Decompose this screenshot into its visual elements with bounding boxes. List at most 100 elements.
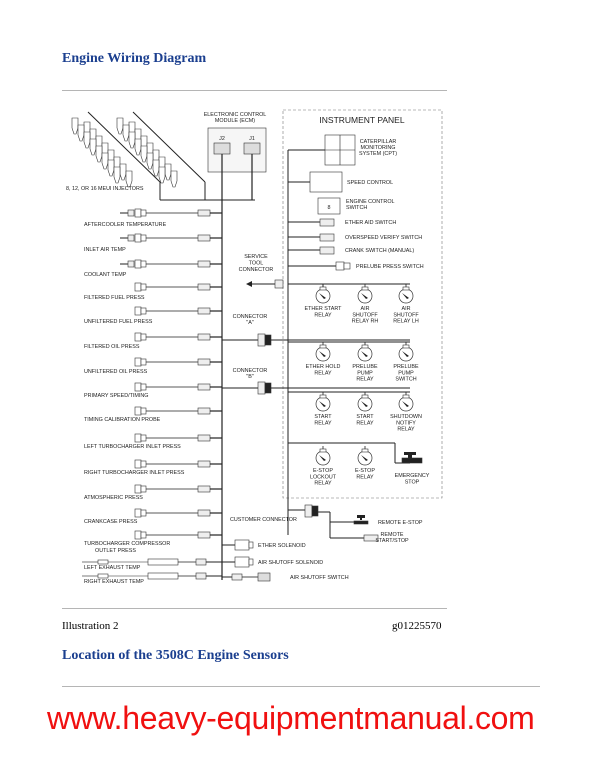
relay-label: RELAY RH bbox=[352, 319, 379, 325]
sensor-icon bbox=[140, 358, 147, 366]
customer-connector-icon bbox=[304, 504, 313, 518]
injector-icon bbox=[71, 117, 79, 135]
relay-contact bbox=[319, 401, 326, 407]
relay-label: RELAY bbox=[314, 312, 332, 318]
sensor-label: FILTERED FUEL PRESS bbox=[84, 295, 145, 301]
injector-icon bbox=[152, 159, 160, 177]
service-tool-connector-label: SERVICE bbox=[244, 254, 268, 260]
injector-icon bbox=[164, 163, 172, 181]
switch-label: OVERSPEED VERIFY SWITCH bbox=[345, 235, 422, 241]
relay-label: PUMP bbox=[398, 370, 414, 376]
relay-contact bbox=[402, 293, 409, 299]
relay-terminal bbox=[361, 344, 369, 349]
sensor-icon bbox=[140, 531, 147, 539]
sensor-icon bbox=[140, 460, 147, 468]
relay-label: RELAY bbox=[314, 481, 332, 487]
sensor-label: CRANKCASE PRESS bbox=[84, 519, 138, 525]
relay-label: SWITCH bbox=[395, 377, 416, 383]
exhaust-sensor bbox=[147, 572, 179, 580]
sensor-label: INLET AIR TEMP bbox=[84, 247, 126, 253]
switch-icon bbox=[319, 246, 335, 255]
instrument-panel-border bbox=[282, 109, 443, 499]
sensor-icon bbox=[134, 459, 142, 469]
cms-label: CATERPILLAR bbox=[360, 139, 397, 145]
sensor-icon bbox=[140, 307, 147, 315]
connector-icon bbox=[197, 209, 211, 217]
connector-icon bbox=[197, 358, 211, 366]
connector-icon bbox=[197, 307, 211, 315]
illustration-id: g01225570 bbox=[392, 620, 442, 632]
sensor-label: FILTERED OIL PRESS bbox=[84, 344, 140, 350]
injector-icon bbox=[89, 138, 97, 156]
sensor-icon bbox=[127, 260, 135, 268]
sensor-icon bbox=[134, 259, 142, 269]
ecm-label: ELECTRONIC CONTROL bbox=[204, 112, 267, 118]
sensor-icon bbox=[134, 508, 142, 518]
injector-icon bbox=[77, 124, 85, 142]
injectors-label: 8, 12, OR 16 MEUI INJECTORS bbox=[66, 186, 144, 192]
prelube-press-switch-label: PRELUBE PRESS SWITCH bbox=[356, 264, 424, 270]
sensor-label: AFTERCOOLER TEMPERATURE bbox=[84, 222, 167, 228]
injector-icon bbox=[170, 170, 178, 188]
ecm-j2-connector bbox=[213, 142, 231, 155]
switch-icon bbox=[319, 233, 335, 242]
injector-icon bbox=[125, 170, 133, 188]
remote-estop-icon bbox=[357, 515, 365, 520]
solenoid-plug bbox=[248, 558, 254, 566]
relay-terminal bbox=[402, 394, 410, 399]
air-shutoff-solenoid-label: AIR SHUTOFF SOLENOID bbox=[258, 560, 323, 566]
pressure-switch-icon bbox=[335, 261, 345, 271]
injector-icon bbox=[119, 163, 127, 181]
connector-icon bbox=[197, 485, 211, 493]
service-tool-connector-icon bbox=[274, 279, 284, 289]
relay-label: SHUTDOWN bbox=[390, 414, 422, 420]
divider bbox=[62, 608, 447, 609]
sensor-icon bbox=[127, 234, 135, 242]
sensor-icon bbox=[140, 260, 147, 268]
relay-label: RELAY bbox=[314, 420, 332, 426]
air-shutoff-solenoid-icon bbox=[234, 556, 250, 568]
customer-connector-icon bbox=[311, 505, 319, 517]
relay-contact bbox=[361, 455, 368, 461]
sensor-icon bbox=[134, 357, 142, 367]
relay-contact bbox=[319, 293, 326, 299]
sensor-icon bbox=[134, 233, 142, 243]
sensor-label: RIGHT TURBOCHARGER INLET PRESS bbox=[84, 470, 185, 476]
relay-terminal bbox=[361, 286, 369, 291]
connector-b-icon bbox=[264, 382, 272, 394]
service-tool-connector-label: TOOL bbox=[249, 261, 264, 267]
ecm-j2-label: J2 bbox=[219, 136, 225, 142]
wire bbox=[87, 111, 161, 183]
emergency-stop-label: EMERGENCY bbox=[395, 473, 430, 479]
connector-icon bbox=[197, 434, 211, 442]
relay-label: START bbox=[314, 414, 332, 420]
connector-b-label: "B" bbox=[246, 374, 254, 380]
sensor-label: PRIMARY SPEED/TIMING bbox=[84, 393, 149, 399]
relay-contact bbox=[402, 401, 409, 407]
injector-icon bbox=[128, 131, 136, 149]
sensor-icon bbox=[134, 484, 142, 494]
ether-solenoid-icon bbox=[234, 539, 250, 551]
arrow-icon bbox=[246, 281, 252, 287]
relay-contact bbox=[361, 293, 368, 299]
air-shutoff-switch-icon bbox=[257, 572, 271, 582]
instrument-panel-title: INSTRUMENT PANEL bbox=[319, 115, 404, 125]
relay-label: RELAY bbox=[314, 370, 332, 376]
remote-estop-base bbox=[353, 520, 369, 525]
speed-control-label: SPEED CONTROL bbox=[347, 180, 393, 186]
relay-terminal bbox=[319, 286, 327, 291]
sensor-icon bbox=[140, 485, 147, 493]
section-heading: Location of the 3508C Engine Sensors bbox=[62, 648, 289, 663]
switch-glyph: 8 bbox=[328, 205, 331, 211]
sensor-icon bbox=[140, 234, 147, 242]
relay-terminal bbox=[319, 394, 327, 399]
engine-control-switch-icon bbox=[317, 197, 341, 215]
sensor-label: OUTLET PRESS bbox=[95, 548, 136, 554]
sensor-label: RIGHT EXHAUST TEMP bbox=[84, 579, 144, 585]
relay-terminal bbox=[361, 448, 369, 453]
relay-label: RELAY bbox=[356, 420, 374, 426]
sensor-label: LEFT TURBOCHARGER INLET PRESS bbox=[84, 444, 181, 450]
relay-contact bbox=[361, 351, 368, 357]
emergency-stop-label: STOP bbox=[405, 480, 420, 486]
